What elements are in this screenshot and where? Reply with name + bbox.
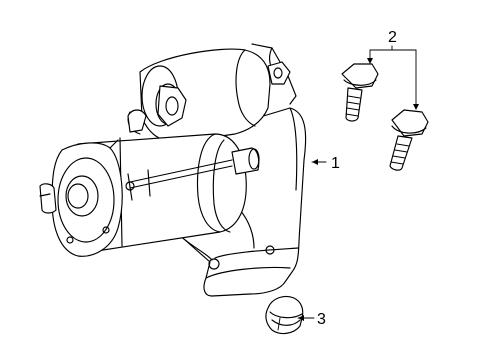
callout-3: 3 [297,311,326,328]
starter-motor[interactable] [39,43,307,297]
callout-2-label: 2 [388,29,397,46]
callout-1-label: 1 [331,155,340,172]
bolt-cap[interactable] [265,295,304,335]
callout-3-label: 3 [317,311,326,328]
mounting-bolt-lower[interactable] [389,109,429,171]
callout-1: 1 [311,155,340,172]
mounting-bolt-upper[interactable] [341,63,379,122]
callout-2: 2 [367,29,419,110]
